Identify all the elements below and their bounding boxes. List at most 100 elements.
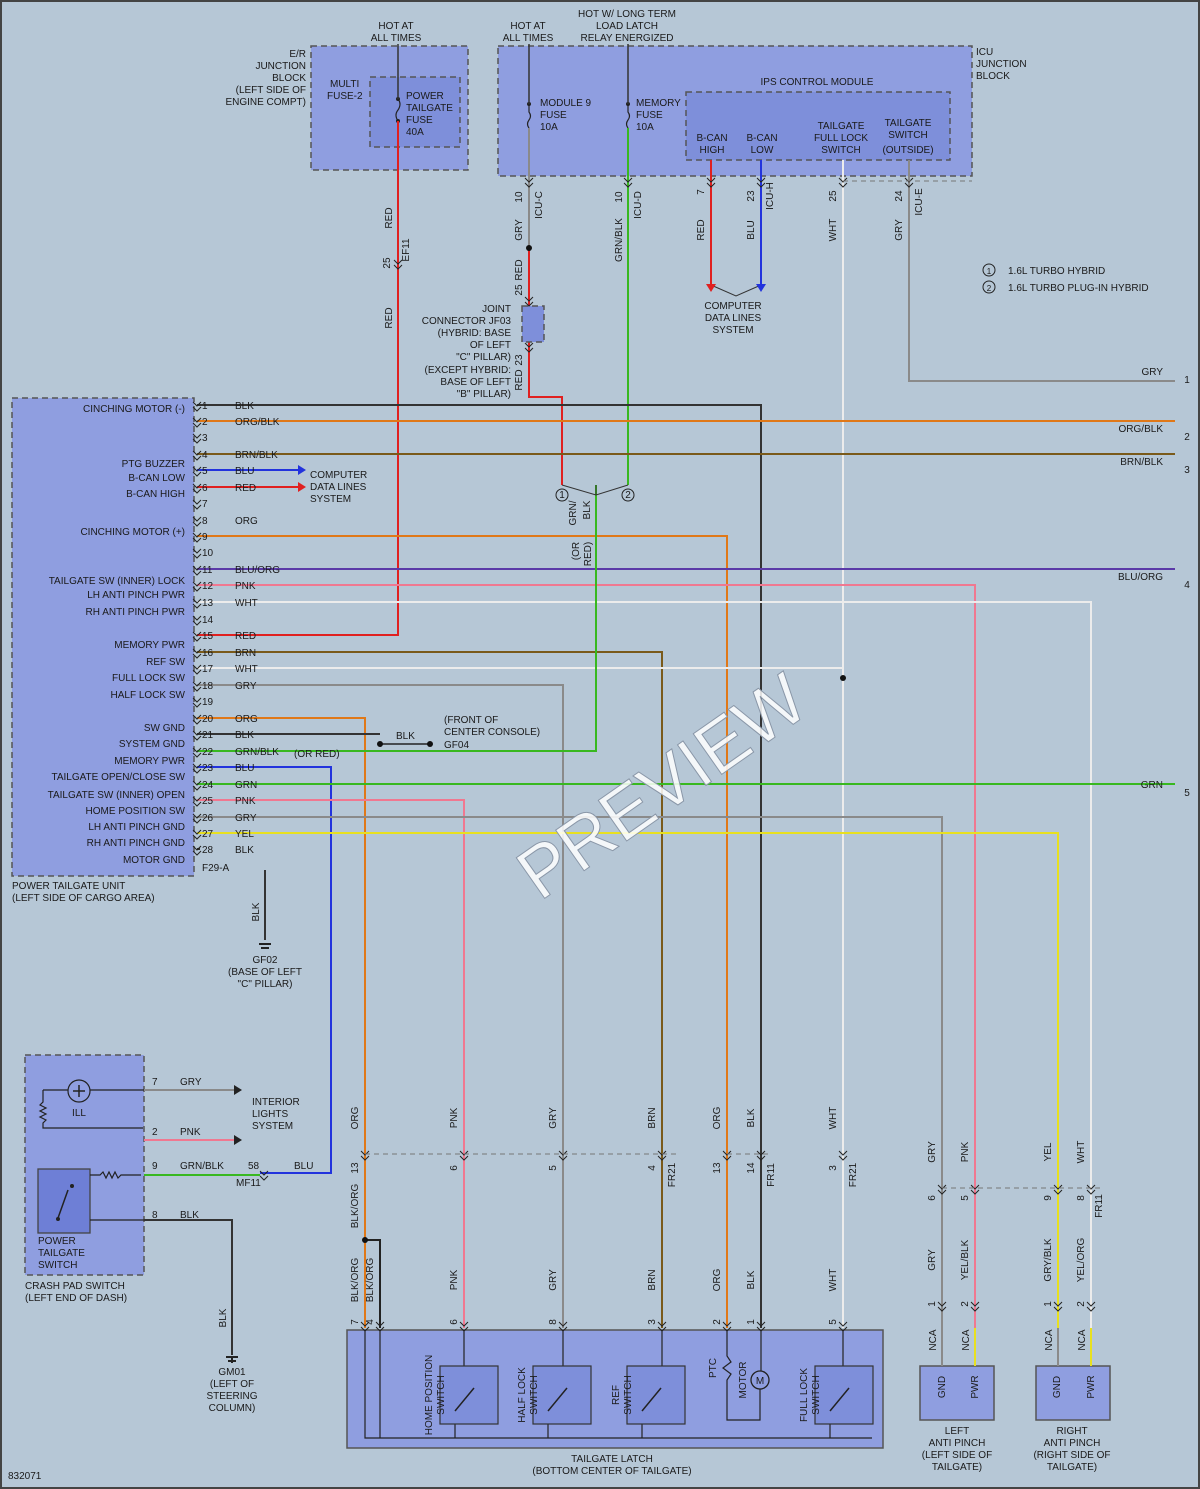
tailgate-latch: TAILGATE LATCH (BOTTOM CENTER OF TAILGAT… (346, 1329, 884, 1477)
icu-mark-0 (524, 177, 534, 188)
ptu-wire-color-27: YEL (235, 829, 254, 840)
cdl-ptu-1: DATA LINES (310, 482, 367, 493)
tg-switch-1: SWITCH (888, 130, 927, 141)
fr11-mark-0 (937, 1184, 947, 1195)
latch-pin-0: 7 (350, 1319, 361, 1325)
fr11-color-3: WHT (1076, 1141, 1087, 1164)
fr11-pin-3: 8 (1076, 1195, 1087, 1201)
edge-color-5: GRN (1141, 780, 1163, 791)
latch-mark-4 (657, 1321, 667, 1332)
ptu-pin-28: 28 (202, 845, 214, 856)
latch-label-1: (BOTTOM CENTER OF TAILGATE) (532, 1466, 691, 1477)
latch-mark-6 (756, 1321, 766, 1332)
cdl-top-0: COMPUTER (704, 301, 761, 312)
ptu-pin-name-9: REF SW (146, 657, 185, 668)
splice-wht (840, 675, 846, 681)
ptu-wire-color-24: GRN (235, 780, 257, 791)
latch-pin-7: 5 (828, 1319, 839, 1325)
ptu-wire-color-4: BRN/BLK (235, 450, 278, 461)
cp-color-7: GRY (180, 1077, 202, 1088)
full-lock-1: FULL LOCK (814, 133, 868, 144)
ptu-pin-24: 24 (202, 780, 214, 791)
ap-color-3: YEL/ORG (1076, 1238, 1087, 1283)
ptu-wire-color-11: BLU/ORG (235, 565, 280, 576)
icu-label-0: ICU (976, 47, 993, 58)
ptu-pin-mark-26 (192, 813, 202, 824)
joint-connector (521, 305, 545, 343)
hot-1-0: HOT AT (378, 21, 413, 32)
ptu-pin-4: 4 (202, 450, 208, 461)
ef11-mark (393, 259, 403, 270)
gm01-label-0: GM01 (218, 1367, 246, 1378)
crash-pad-switch: ILL POWER TAILGATE SWITCH CRASH PAD SWIT… (24, 1054, 145, 1304)
lbl-can-blu: BLU (746, 220, 757, 239)
wire-blk-gm01 (144, 1219, 233, 1355)
mid-opt-2 (621, 488, 635, 502)
apl-nca-2: NCA (961, 1329, 972, 1350)
apr-label-1: ANTI PINCH (1044, 1438, 1101, 1449)
gf02-label-1: (BASE OF LEFT (228, 967, 302, 978)
fr11-mark-3 (1086, 1184, 1096, 1195)
icu-pin-1: 10 (614, 191, 625, 203)
fr21-mark-5 (756, 1150, 766, 1161)
edge-num-3: 3 (1184, 465, 1190, 476)
er-label-3: (LEFT SIDE OF (236, 85, 306, 96)
fr11-pin-2: 9 (1043, 1195, 1054, 1201)
ptu-pin-18: 18 (202, 681, 214, 692)
gf02-label-0: GF02 (252, 955, 277, 966)
mf11-mark (259, 1170, 269, 1181)
er-label-4: ENGINE COMPT) (225, 97, 306, 108)
wire-blkorg-split (365, 1239, 381, 1328)
ptu-pin-1: 1 (202, 401, 208, 412)
mid-blk: BLK (582, 500, 593, 519)
ptu-pin-name-15: TAILGATE OPEN/CLOSE SW (51, 772, 185, 783)
ptu-pin-2: 2 (202, 417, 208, 428)
ptu-pin-mark-17 (192, 664, 202, 675)
ap-mark-3 (1086, 1301, 1096, 1312)
ptu-pin-mark-24 (192, 780, 202, 791)
wire-red-joint-bot (528, 342, 563, 485)
fr21-pin-2: 5 (548, 1165, 559, 1171)
ptu-wire-color-22: GRN/BLK (235, 747, 279, 758)
fr21-color-1: PNK (449, 1107, 460, 1128)
pts-1: TAILGATE (38, 1248, 85, 1259)
latch-sw-label-0-1: SWITCH (436, 1375, 447, 1414)
multi-fuse-1: FUSE-2 (327, 91, 363, 102)
cps-label-1: (LEFT END OF DASH) (25, 1293, 127, 1304)
cp-color-9: GRN/BLK (180, 1161, 224, 1172)
splice-gf04-a (377, 741, 383, 747)
fr21-mark-6 (838, 1150, 848, 1161)
ptu-pin-name-14: MEMORY PWR (114, 756, 185, 767)
ptu-pin-21: 21 (202, 730, 214, 741)
latch-pin-2: 6 (449, 1319, 460, 1325)
hot-lt-1: LOAD LATCH (596, 21, 658, 32)
lbl-wht-icu: WHT (828, 219, 839, 242)
ptu-wire-color-13: WHT (235, 598, 258, 609)
fr11-color-1: PNK (960, 1141, 971, 1162)
apl-label-2: (LEFT SIDE OF (922, 1450, 992, 1461)
gm01-color: BLK (218, 1308, 229, 1327)
il-2: SYSTEM (252, 1121, 293, 1132)
legend-text-1: 1.6L TURBO PLUG-IN HYBRID (1008, 283, 1149, 294)
latch-pin-3: 8 (548, 1319, 559, 1325)
memory-fuse-0: MEMORY (636, 98, 681, 109)
ap-pin-3: 2 (1076, 1301, 1087, 1307)
cdl-bracket (710, 284, 762, 297)
wire-org-20 (197, 717, 366, 1328)
wire-label-red-1: RED (384, 207, 395, 228)
wire-yel-27 (197, 832, 1059, 1328)
latch-color-2: PNK (449, 1269, 460, 1290)
icu-mark-3 (756, 177, 766, 188)
apr-gnd: GND (1052, 1376, 1063, 1398)
icu-conn-5: ICU-E (914, 188, 925, 216)
wire-gry-18 (197, 684, 564, 1328)
fr21-pin-0: 13 (350, 1162, 361, 1174)
apr-pwr: PWR (1086, 1375, 1097, 1398)
gm01-label-2: STEERING (206, 1391, 257, 1402)
ptu-pin-mark-1 (192, 401, 202, 412)
ap-mark-1 (970, 1301, 980, 1312)
fr21-color-0: ORG (350, 1106, 361, 1129)
latch-color-4: BRN (647, 1269, 658, 1290)
anti-pinch-right: GND PWR RIGHT ANTI PINCH (RIGHT SIDE OF … (1033, 1329, 1111, 1473)
fr21-pin-5: 14 (746, 1162, 757, 1174)
